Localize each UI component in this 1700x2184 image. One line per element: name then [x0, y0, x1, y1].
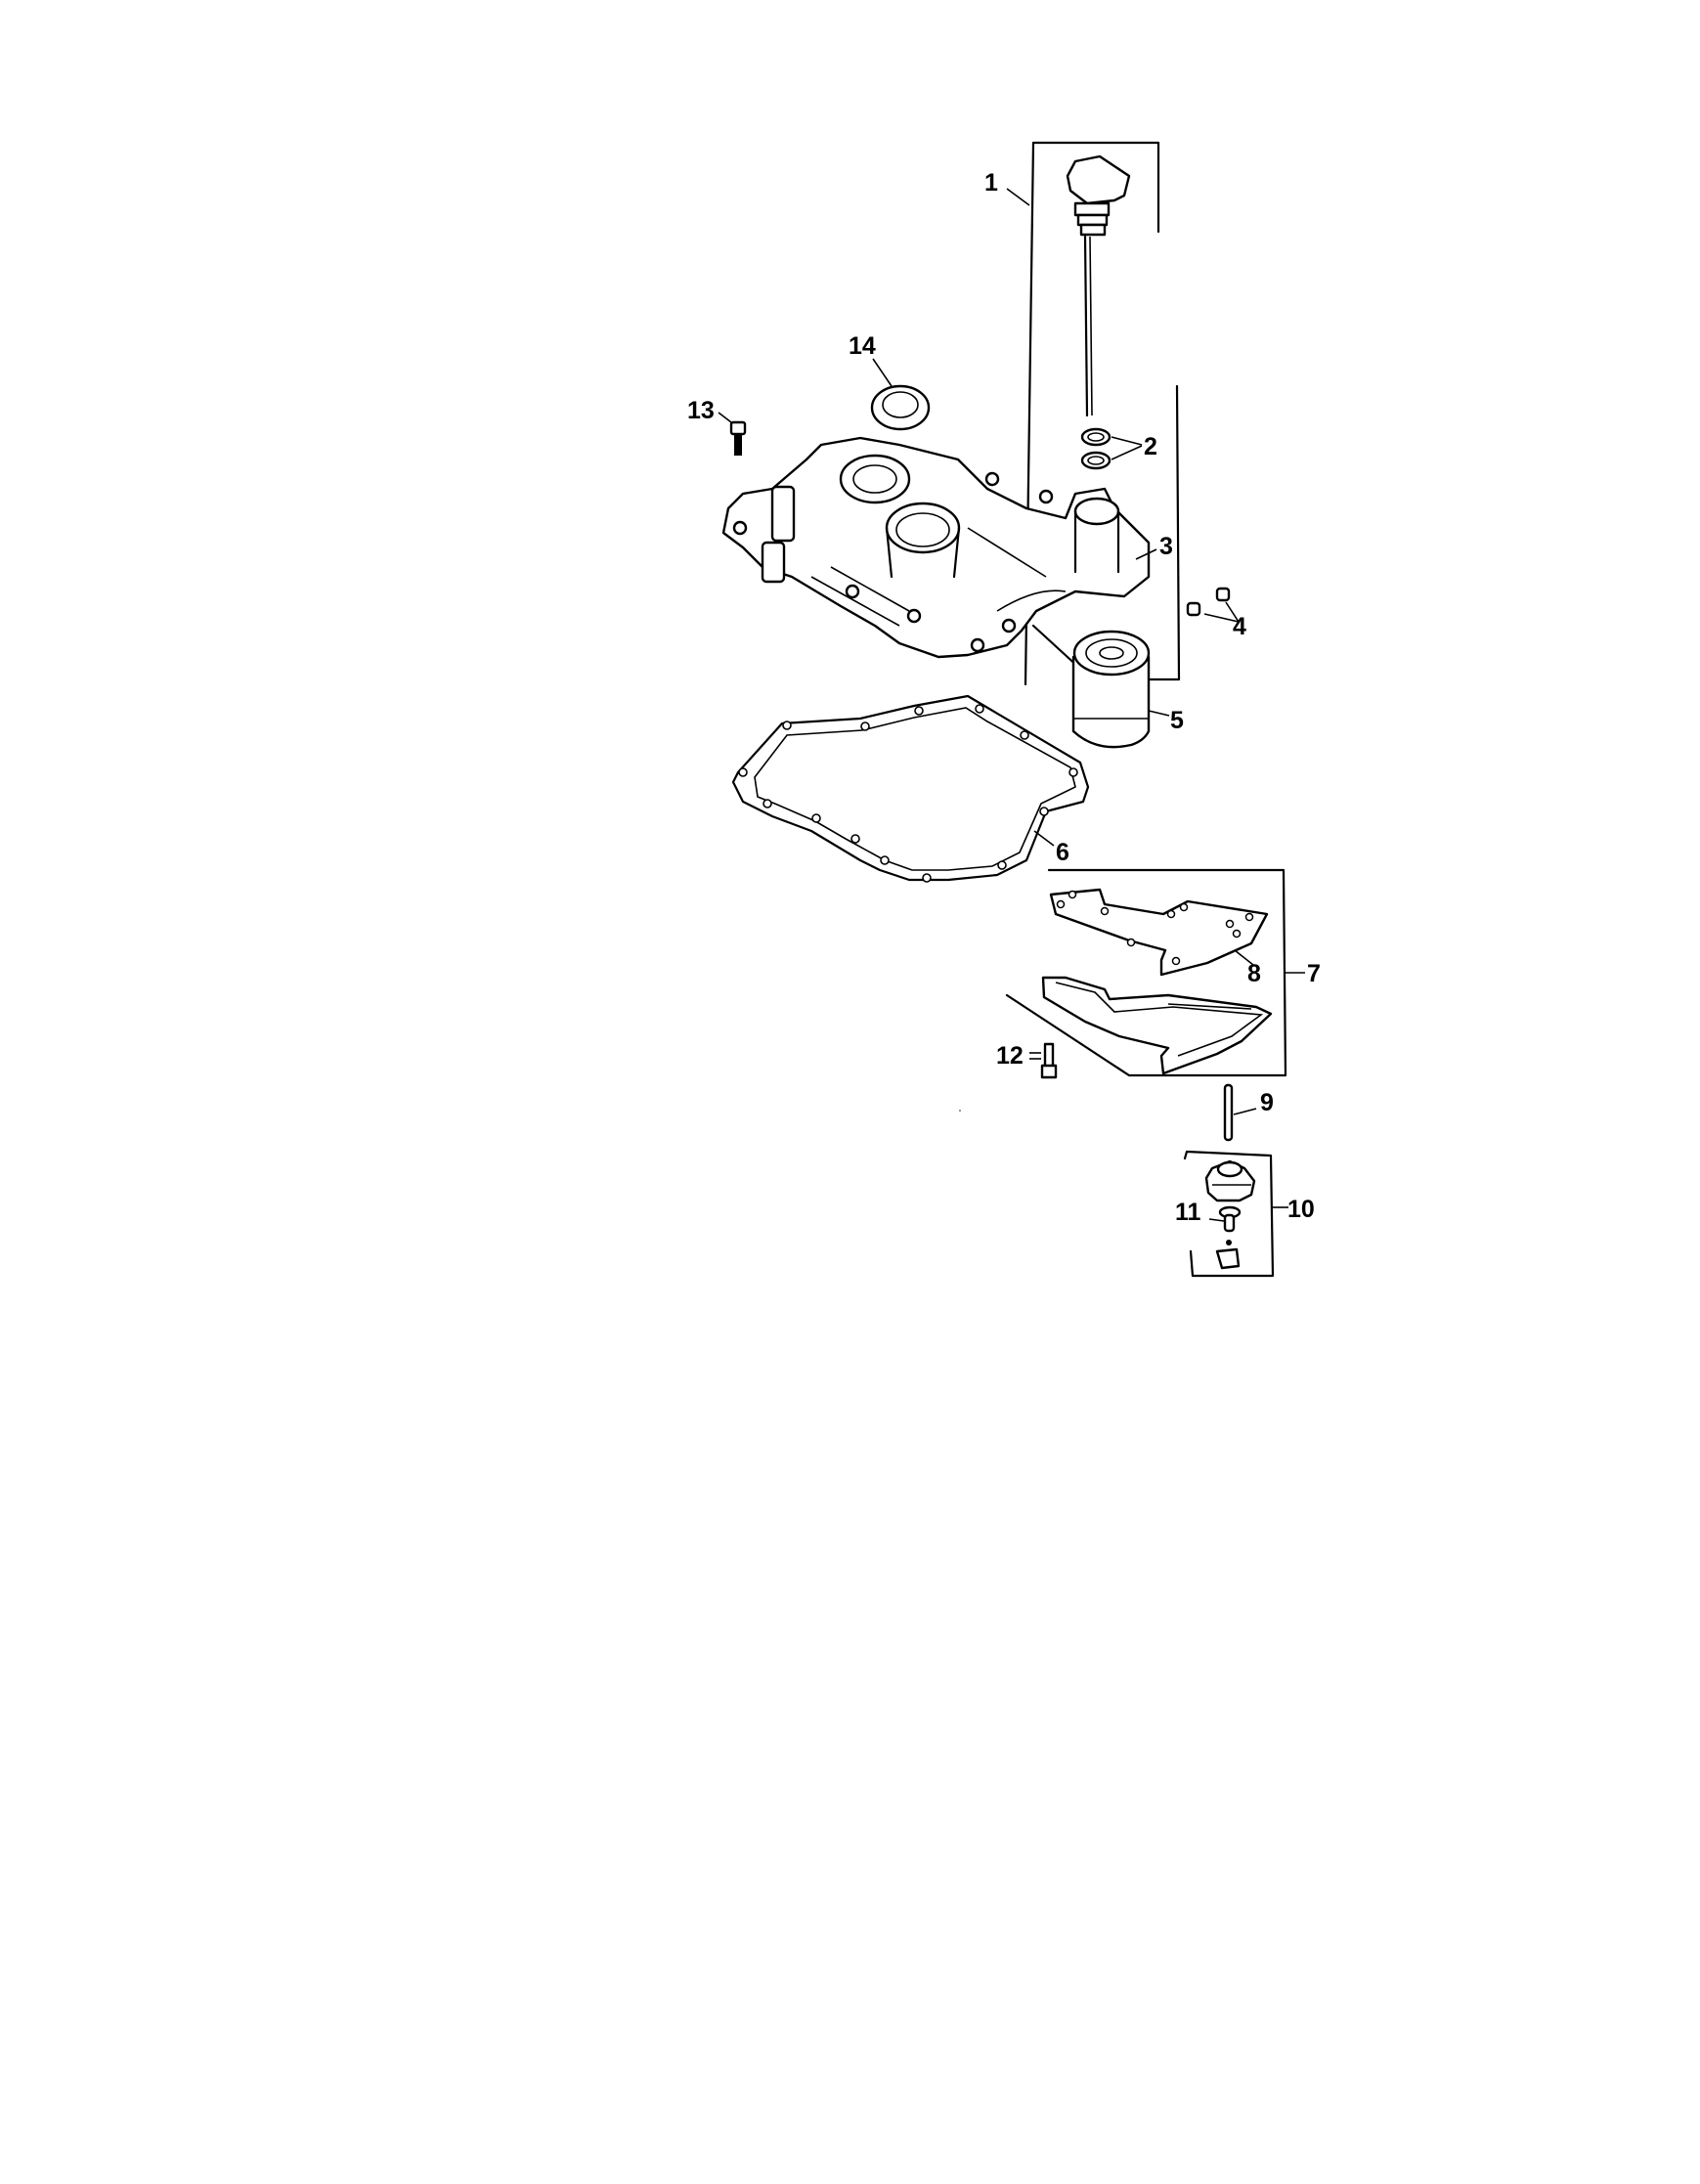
closure-plate: 3 [721, 436, 1173, 659]
closure-plate-gasket: 6 [731, 694, 1090, 883]
dipstick-assembly [1024, 141, 1181, 686]
speck [959, 1110, 961, 1112]
callout-label: 11 [1175, 1199, 1201, 1226]
callout-label: 9 [1260, 1089, 1274, 1116]
plugs: 4 [1186, 587, 1246, 640]
oil-pump-assembly: 10 11 [1175, 1150, 1315, 1278]
callout-label: 12 [996, 1042, 1024, 1070]
callout-label: 4 [1233, 613, 1246, 640]
callout-label: 1 [984, 169, 998, 197]
callout-label: 13 [687, 397, 715, 424]
callout-label: 10 [1287, 1196, 1315, 1223]
bolt-13: 13 [687, 397, 747, 456]
callout-label: 3 [1159, 533, 1173, 560]
callout-label: 5 [1170, 707, 1184, 734]
gasket-kit: 7 8 [1005, 868, 1321, 1077]
callout-2: 2 [1144, 433, 1157, 460]
oil-filter: 5 [1071, 630, 1184, 749]
callout-label: 6 [1056, 839, 1069, 866]
oil-seal: 14 [849, 332, 931, 431]
callout-label: 7 [1307, 960, 1321, 987]
callout-label: 8 [1247, 960, 1261, 987]
bolt-12: 12 [996, 1042, 1058, 1079]
shaft-pin: 9 [1223, 1083, 1274, 1142]
callout-label: 14 [849, 332, 876, 360]
callout-1: 1 [984, 169, 1030, 206]
callout-label: 2 [1144, 433, 1157, 460]
